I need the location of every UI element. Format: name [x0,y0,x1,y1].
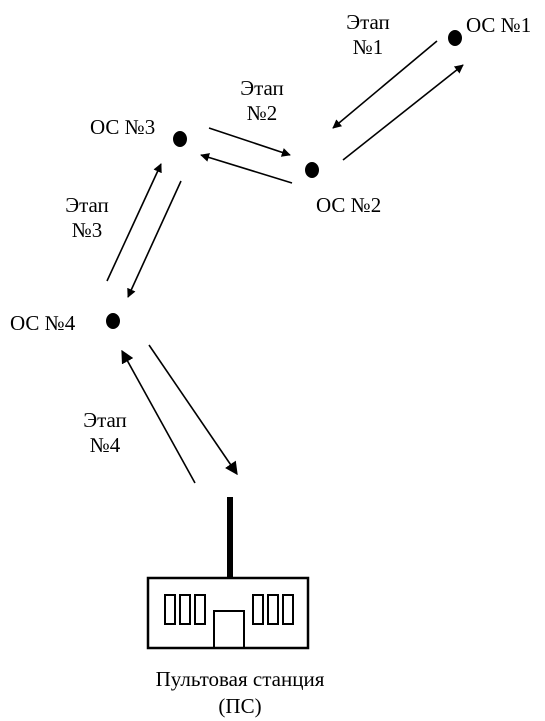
stage-label-4: Этап №4 [70,408,140,458]
stage-number: №1 [352,35,384,59]
station-window [179,594,191,625]
arrow-stage2-to-os2 [208,127,291,157]
stage-word: Этап [240,76,284,100]
node-os3-dot [173,131,187,147]
node-label-os4: ОС №4 [10,311,76,335]
stage-word: Этап [346,10,390,34]
stage-number: №4 [89,433,121,457]
node-label-os1: ОС №1 [466,13,532,37]
arrow-stage1-to-os2 [332,40,438,129]
arrow-stage3-to-os3 [106,163,162,282]
arrow-stage4-to-os4 [121,349,196,484]
arrow-stage4-to-station [148,344,238,476]
node-label-os3: ОС №3 [90,115,156,139]
node-os1-dot [448,30,462,46]
station-caption-line1: Пультовая станция [155,667,325,691]
station-window [252,594,264,625]
stage-label-2: Этап №2 [227,76,297,126]
node-os4-dot [106,313,120,329]
arrow-stage3-to-os4 [127,180,182,298]
station-caption: Пультовая станция (ПС) [100,666,380,720]
arrow-stage2-to-os3 [200,153,293,184]
stage-word: Этап [65,193,109,217]
stage-number: №2 [246,101,278,125]
node-os2-dot [305,162,319,178]
arrow-stage1-to-os1 [342,64,464,161]
stage-number: №3 [71,218,103,242]
station-caption-line2: (ПС) [218,694,262,718]
stage-label-1: Этап №1 [333,10,403,60]
station-window [267,594,279,625]
station-window [164,594,176,625]
node-label-os2: ОС №2 [316,193,382,217]
station-window [282,594,294,625]
station-door [213,610,245,649]
station-building-icon [146,576,310,650]
stage-label-3: Этап №3 [52,193,122,243]
station-window [194,594,206,625]
stage-word: Этап [83,408,127,432]
